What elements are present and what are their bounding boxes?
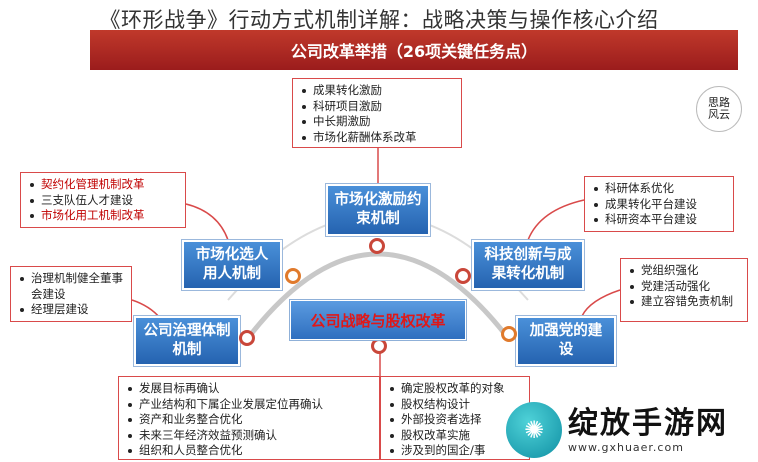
ring-dot	[455, 268, 471, 284]
list-item: 股权结构设计	[389, 397, 521, 413]
page-title: 《环形战争》行动方式机制详解：战略决策与操作核心介绍	[99, 8, 659, 32]
list-item: 党组织强化	[629, 263, 739, 279]
ring-dot	[239, 330, 255, 346]
incentive-list: 成果转化激励 科研项目激励 中长期激励 市场化薪酬体系改革	[292, 78, 462, 148]
connector-left-upper	[185, 203, 229, 241]
equity-list: 确定股权改革的对象 股权结构设计 外部投资者选择 股权改革实施 涉及到的国企/事	[380, 376, 530, 460]
ring-dot	[285, 268, 301, 284]
octopus-icon: ✺	[506, 402, 562, 458]
governance-list: 治理机制健全董事会建设 经理层建设	[10, 266, 132, 322]
connector-right-lower	[581, 289, 621, 317]
ring-dot	[371, 338, 387, 354]
list-item: 经理层建设	[19, 302, 123, 318]
list-item: 科研资本平台建设	[593, 212, 725, 228]
ring-dot	[501, 326, 517, 342]
seal-text: 思路风云	[708, 96, 730, 121]
list-item: 科研项目激励	[301, 99, 453, 115]
node-market-selection: 市场化选人用人机制	[182, 240, 282, 290]
list-item: 外部投资者选择	[389, 412, 521, 428]
list-item: 党建活动强化	[629, 279, 739, 295]
list-item: 发展目标再确认	[127, 381, 371, 397]
node-governance: 公司治理体制机制	[134, 316, 240, 366]
watermark-title: 绽放手游网	[568, 405, 728, 441]
list-item: 涉及到的国企/事	[389, 443, 521, 459]
strategy-list: 发展目标再确认 产业结构和下属企业发展定位再确认 资产和业务整合优化 未来三年经…	[118, 376, 380, 460]
node-party: 加强党的建设	[516, 316, 616, 366]
connector-right-upper	[527, 199, 585, 241]
list-item: 未来三年经济效益预测确认	[127, 428, 371, 444]
list-item: 资产和业务整合优化	[127, 412, 371, 428]
node-tech-innovation: 科技创新与成果转化机制	[472, 240, 584, 290]
list-item: 建立容错免责机制	[629, 294, 739, 310]
party-list: 党组织强化 党建活动强化 建立容错免责机制	[620, 258, 748, 322]
ring-arc	[246, 251, 510, 340]
list-item: 三支队伍人才建设	[29, 193, 177, 209]
list-item: 组织和人员整合优化	[127, 443, 371, 459]
strategy-equity-box: 公司战略与股权改革	[290, 300, 466, 340]
list-item: 股权改革实施	[389, 428, 521, 444]
seal-logo: 思路风云	[696, 86, 742, 132]
selection-list: 契约化管理机制改革 三支队伍人才建设 市场化用工机制改革	[20, 172, 186, 228]
list-item: 契约化管理机制改革	[29, 177, 177, 193]
list-item: 成果转化激励	[301, 83, 453, 99]
watermark-url: www.gxhuaer.com	[568, 440, 684, 454]
ring-dot	[369, 238, 385, 254]
list-item: 确定股权改革的对象	[389, 381, 521, 397]
list-item: 中长期激励	[301, 114, 453, 130]
list-item: 市场化用工机制改革	[29, 208, 177, 224]
watermark: ✺ 绽放手游网 www.gxhuaer.com	[506, 398, 758, 462]
reform-banner: 公司改革举措（26项关键任务点）	[90, 30, 738, 70]
tech-list: 科研体系优化 成果转化平台建设 科研资本平台建设	[584, 176, 734, 232]
list-item: 市场化薪酬体系改革	[301, 130, 453, 146]
list-item: 成果转化平台建设	[593, 197, 725, 213]
list-item: 科研体系优化	[593, 181, 725, 197]
node-market-incentive: 市场化激励约束机制	[326, 184, 430, 236]
list-item: 产业结构和下属企业发展定位再确认	[127, 397, 371, 413]
list-item: 治理机制健全董事会建设	[19, 271, 123, 302]
